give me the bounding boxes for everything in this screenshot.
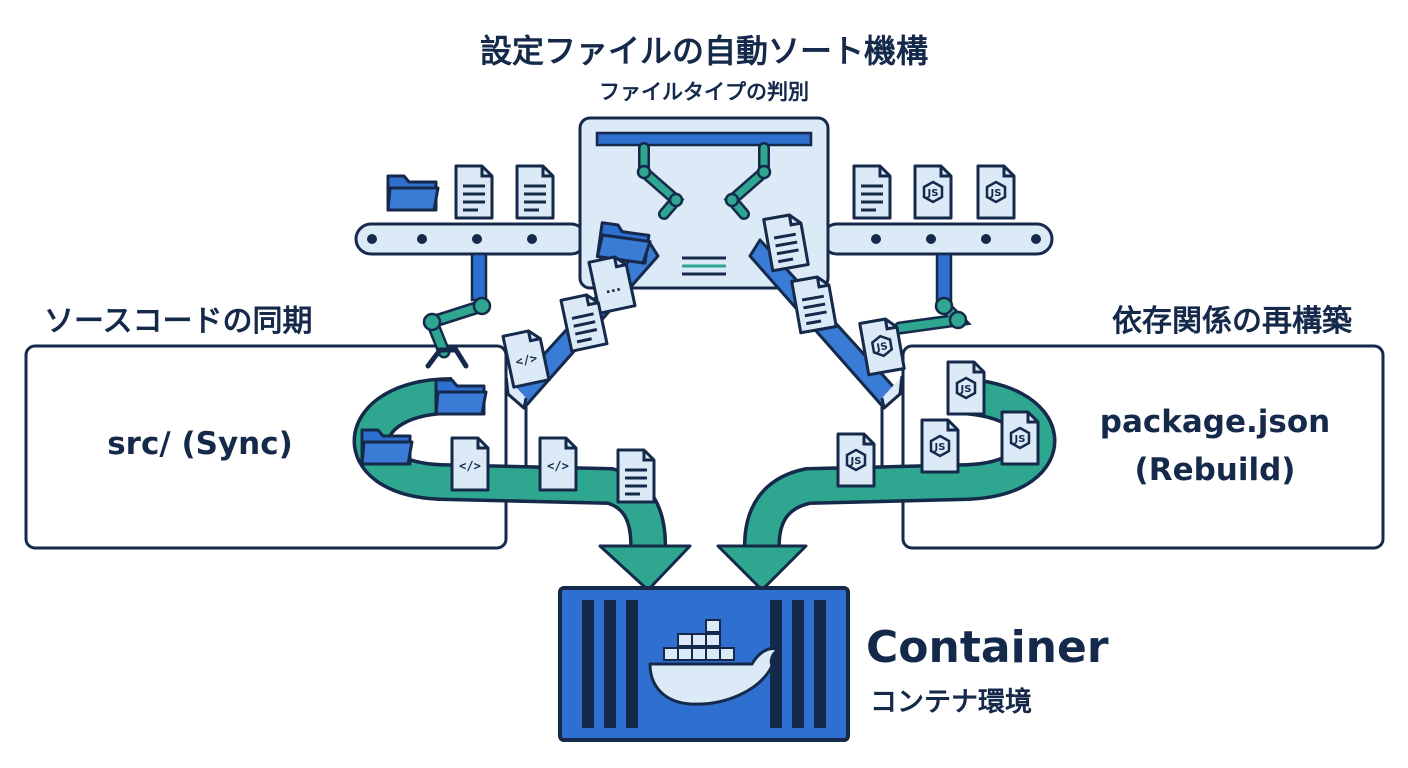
- dependency-rebuild-title: 依存関係の再構築: [1112, 304, 1352, 339]
- page-subtitle: ファイルタイプの判別: [599, 80, 809, 104]
- folder-icon: [434, 378, 488, 416]
- package-json-label: package.json: [1099, 404, 1331, 440]
- svg-text:JS: JS: [1014, 434, 1026, 445]
- svg-text:</>: </>: [547, 459, 569, 473]
- document-icon: [852, 164, 892, 220]
- folder-icon: [386, 174, 440, 212]
- code-file-icon: </>: [538, 436, 578, 492]
- code-file-icon: </>: [450, 436, 490, 492]
- svg-text:...: ...: [603, 278, 622, 297]
- js-file-icon: JS: [836, 432, 876, 488]
- left-grabber-arm-icon: [636, 142, 685, 220]
- rebuild-label: (Rebuild): [1134, 452, 1296, 488]
- js-file-icon: JS: [913, 164, 953, 220]
- document-icon: [454, 164, 494, 220]
- document-icon: [790, 273, 838, 335]
- js-file-icon: JS: [976, 164, 1016, 220]
- docker-whale-icon: [648, 619, 780, 706]
- code-file-icon: </>: [501, 327, 551, 389]
- document-icon: ...: [587, 253, 637, 315]
- document-icon: [762, 211, 810, 273]
- svg-text:JS: JS: [990, 188, 1002, 199]
- src-flow-arrow: [352, 377, 692, 592]
- svg-text:JS: JS: [934, 442, 946, 453]
- right-robot-arm-icon: [893, 296, 972, 335]
- svg-text:JS: JS: [927, 188, 939, 199]
- container-sublabel: コンテナ環境: [870, 687, 1032, 718]
- folder-icon: [360, 428, 414, 466]
- source-sync-title: ソースコードの同期: [44, 304, 313, 339]
- svg-text:</>: </>: [514, 351, 538, 369]
- left-robot-arm-icon: [422, 296, 492, 369]
- js-file-icon: JS: [1000, 410, 1040, 466]
- src-sync-label: src/ (Sync): [107, 426, 293, 462]
- document-icon: [616, 448, 656, 504]
- js-file-icon: JS: [858, 315, 906, 377]
- js-file-icon: JS: [946, 360, 986, 416]
- page-title: 設定ファイルの自動ソート機構: [479, 32, 928, 70]
- svg-text:JS: JS: [960, 384, 972, 395]
- left-conveyor-belt: [354, 222, 588, 256]
- document-icon: [515, 164, 555, 220]
- js-file-icon: JS: [920, 418, 960, 474]
- right-grabber-arm-icon: [723, 142, 772, 220]
- svg-text:JS: JS: [875, 341, 889, 354]
- right-conveyor-belt: [820, 222, 1054, 256]
- svg-text:</>: </>: [459, 459, 481, 473]
- package-flow-arrow: [716, 377, 1057, 592]
- svg-text:JS: JS: [850, 456, 862, 467]
- container-label: Container: [866, 622, 1109, 673]
